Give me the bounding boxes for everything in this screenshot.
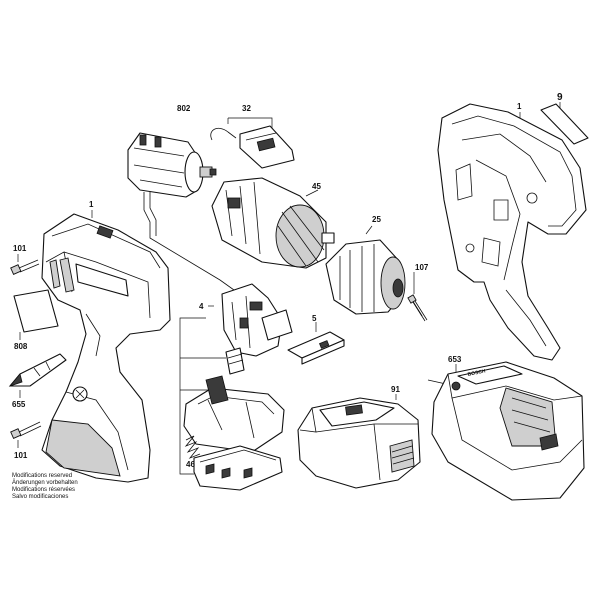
- trigger-switch: [179, 283, 293, 475]
- part-label-101-bottom: 101: [14, 451, 28, 460]
- charger: [427, 361, 585, 501]
- part-label-91: 91: [391, 385, 400, 394]
- part-label-101-top: 101: [13, 244, 27, 253]
- battery-socket: [183, 375, 285, 491]
- screwdriver-bit: [8, 353, 67, 398]
- part-label-107: 107: [415, 263, 429, 272]
- part-label-4: 4: [199, 302, 204, 311]
- part-label-9: 9: [557, 92, 563, 103]
- screw-107: [407, 272, 428, 322]
- note-line: Modifications reserved: [12, 473, 73, 479]
- part-label-25: 25: [372, 215, 381, 224]
- part-label-655: 655: [12, 400, 26, 409]
- part-label-1-left: 1: [89, 200, 94, 209]
- charger-brand-text: BOSCH: [467, 368, 486, 378]
- spring: [184, 435, 201, 459]
- label-808: [13, 289, 59, 340]
- screw-101-top: [10, 254, 40, 275]
- contact-clip: [210, 117, 295, 169]
- direction-slider: [287, 322, 345, 365]
- part-label-802: 802: [177, 104, 191, 113]
- modifications-notes: Modifications reserved Änderungen vorbeh…: [12, 473, 78, 501]
- part-label-5: 5: [312, 314, 317, 323]
- housing-left-half: [41, 210, 171, 483]
- housing-right-half: [437, 103, 587, 361]
- part-label-32: 32: [242, 104, 251, 113]
- part-label-1-top: 1: [517, 102, 522, 111]
- keyless-chuck: [325, 225, 406, 315]
- part-label-46: 46: [186, 460, 195, 469]
- part-label-653: 653: [448, 355, 462, 364]
- part-label-808: 808: [14, 342, 28, 351]
- note-line: Modifications réservées: [12, 487, 76, 493]
- screw-101-bottom: [10, 421, 42, 448]
- battery-pack: [297, 394, 421, 489]
- part-label-45: 45: [312, 182, 321, 191]
- motor: [127, 132, 235, 291]
- note-line: Salvo modificaciones: [12, 494, 69, 500]
- label-plate: [540, 102, 589, 145]
- note-line: Änderungen vorbehalten: [12, 480, 78, 486]
- gearbox-and-clutch: [211, 177, 335, 269]
